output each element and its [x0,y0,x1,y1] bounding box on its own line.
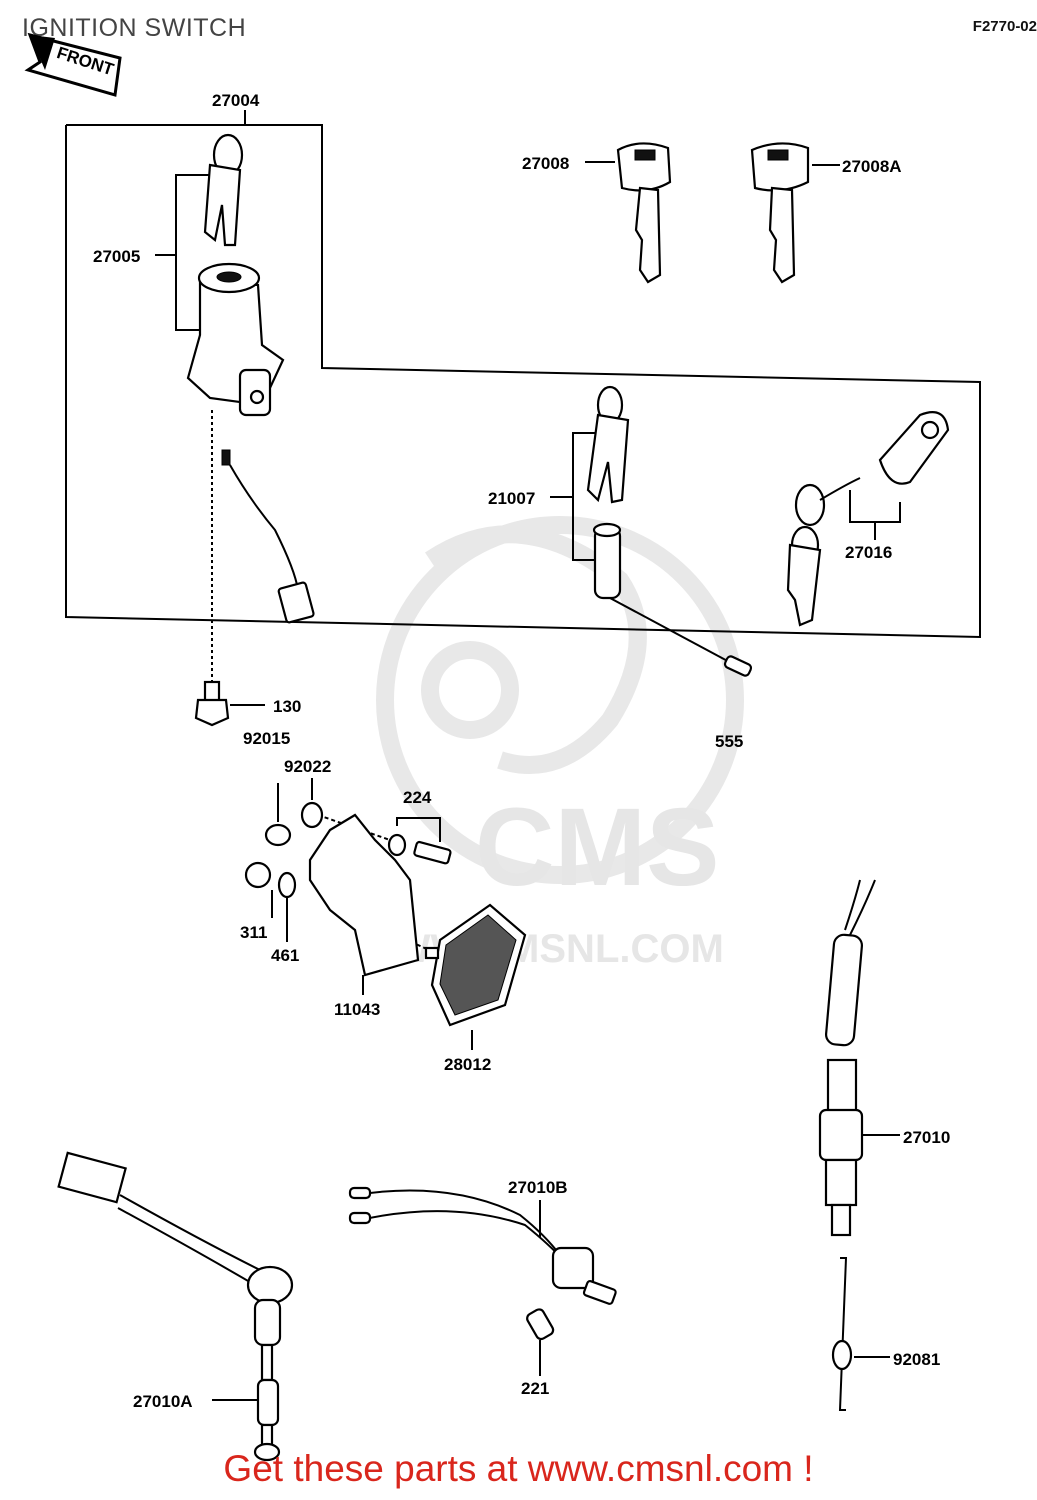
part-label: 27010 [903,1128,950,1147]
part-label: 311 [240,923,267,942]
nut-part [244,861,272,889]
bolt-part [194,680,230,727]
diagram-code: F2770-02 [972,18,1037,35]
part-label: 92015 [243,729,290,748]
part-label: 27008 [522,154,569,173]
key-part [616,142,672,284]
part-label: 27008A [842,157,902,176]
parts-store-link[interactable]: Get these parts at www.cmsnl.com ! [223,1448,814,1489]
switch-part [818,879,876,1237]
part-label: 224 [403,788,432,807]
washer-part [277,871,297,899]
part-label: 92022 [284,757,331,776]
key-lock-part [586,385,630,600]
bolt-part [387,833,452,865]
part-label: 27016 [845,543,892,562]
leader-lines [155,110,901,1401]
part-label: 27010A [133,1392,193,1411]
switch-part [57,1151,294,1462]
part-label: 11043 [334,1000,380,1019]
part-label: 221 [521,1379,549,1398]
key-lock-part [786,411,950,627]
cms-watermark-logo: CMS WWW.CMSNL.COM [355,516,744,971]
key-part [750,142,810,284]
part-label: 21007 [488,489,535,508]
pin-part [723,655,753,677]
part-label: 27004 [212,91,260,110]
part-label: 28012 [444,1055,491,1074]
part-label: 555 [715,732,743,751]
switch-part [348,1186,617,1341]
reflector-part [424,903,527,1027]
washer-part [300,801,324,829]
watermark-brand: CMS [475,786,719,909]
group-outline [65,124,981,639]
part-label: 27005 [93,247,140,266]
part-labels: 27004 27005 27008 27008A 21007 27016 555… [93,91,950,1411]
part-label: 461 [271,946,299,965]
part-label: 130 [273,697,301,716]
ignition-switch-part [186,133,315,624]
spring-part [831,1257,853,1411]
part-label: 27010B [508,1178,568,1197]
page-title: IGNITION SWITCH [22,14,247,42]
nut-part [264,823,292,847]
front-arrow-icon: FRONT [24,32,122,97]
part-label: 92081 [893,1350,940,1369]
bracket-part [308,813,420,977]
